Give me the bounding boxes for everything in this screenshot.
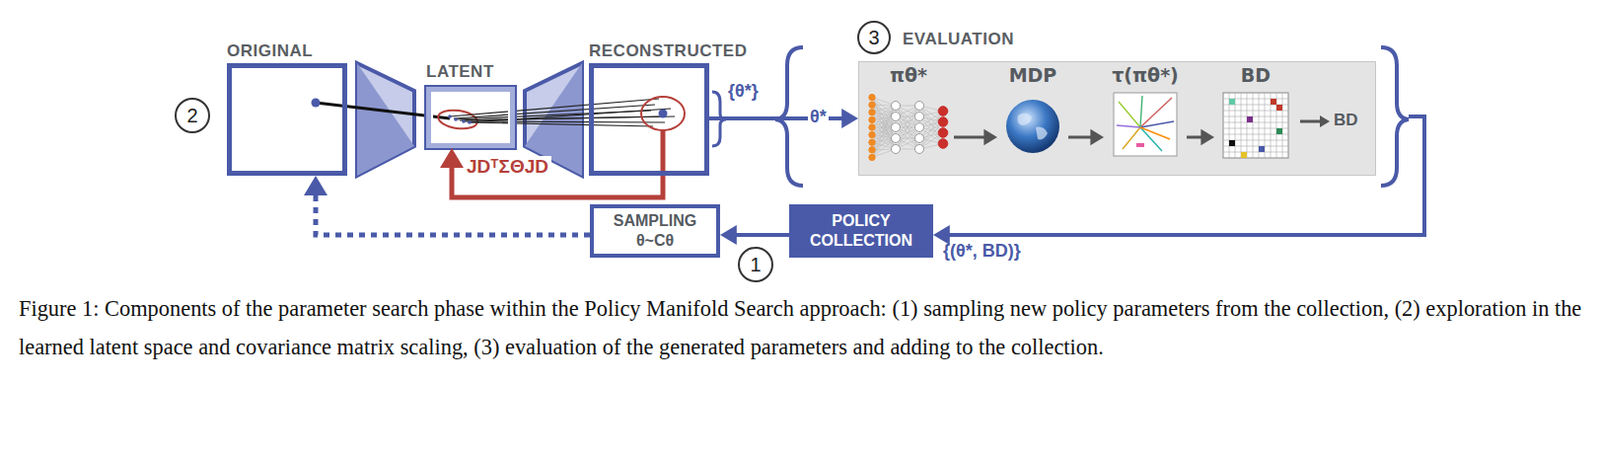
original-box: ORIGINAL bbox=[226, 63, 348, 176]
grid-icon bbox=[1222, 91, 1290, 159]
bd-output: BD bbox=[1333, 110, 1359, 131]
edge-label: θ* bbox=[807, 106, 829, 128]
trajectory: τ(πθ*) bbox=[1103, 64, 1187, 173]
encoder-shade bbox=[357, 63, 415, 176]
reconstructed-ellipse bbox=[641, 96, 685, 131]
latent-box: LATENT bbox=[426, 86, 515, 148]
arrowhead bbox=[1090, 129, 1104, 146]
node-heading: EVALUATION bbox=[902, 29, 1376, 50]
node-heading: LATENT bbox=[426, 62, 510, 82]
connector bbox=[933, 116, 1425, 245]
callout-number: 1 bbox=[737, 246, 774, 283]
connector bbox=[953, 129, 998, 146]
parameter-set: {θ*} bbox=[727, 80, 759, 102]
connector bbox=[709, 108, 859, 129]
connector-line bbox=[1186, 136, 1203, 140]
arrowhead bbox=[841, 108, 859, 129]
evaluation-panel: EVALUATIONπθ*MDPτ(πθ*)BD bbox=[858, 61, 1377, 176]
behavior-descriptor: BD bbox=[1214, 64, 1298, 173]
arrowhead bbox=[439, 147, 464, 168]
network-icon bbox=[864, 91, 953, 163]
edge-label: JDᵀΣΘJD bbox=[463, 155, 552, 178]
reconstructed-box: RECONSTRUCTED bbox=[588, 63, 710, 176]
connector bbox=[303, 175, 590, 235]
reconstructed-point bbox=[658, 109, 668, 119]
connector bbox=[1186, 129, 1215, 146]
connector bbox=[439, 147, 663, 198]
node-label: SAMPLING bbox=[613, 211, 697, 231]
node-label: θ~Cθ bbox=[636, 230, 674, 251]
node-heading: ORIGINAL bbox=[226, 41, 343, 62]
latent-dots bbox=[447, 114, 472, 125]
trajectory-icon bbox=[1112, 91, 1178, 157]
arrowhead bbox=[303, 175, 328, 196]
arrowhead bbox=[983, 129, 998, 146]
policy-collection-box: POLICY COLLECTION bbox=[789, 204, 934, 258]
globe-icon bbox=[1002, 95, 1064, 157]
connector bbox=[1068, 129, 1104, 146]
red-stem bbox=[660, 130, 666, 174]
node-label: πθ* bbox=[863, 64, 954, 86]
original-point bbox=[311, 98, 321, 108]
callout-number: 3 bbox=[857, 20, 891, 55]
edge-label: {(θ*, BD)} bbox=[943, 240, 1021, 262]
connector bbox=[720, 224, 790, 245]
policy-network: πθ* bbox=[863, 64, 954, 173]
arrowhead bbox=[1200, 129, 1215, 146]
sampling-box: SAMPLINGθ~Cθ bbox=[589, 204, 721, 258]
callout-number: 2 bbox=[174, 97, 211, 134]
node-heading: RECONSTRUCTED bbox=[588, 41, 705, 62]
node-label: MDP bbox=[997, 64, 1069, 86]
mdp-globe: MDP bbox=[997, 64, 1069, 173]
encoder bbox=[357, 63, 415, 176]
right-brace bbox=[1381, 47, 1409, 186]
bd-arrow bbox=[1300, 120, 1322, 124]
figure-caption: Figure 1: Components of the parameter se… bbox=[18, 289, 1598, 366]
connector-line bbox=[1068, 136, 1092, 140]
node-label: POLICY COLLECTION bbox=[797, 211, 926, 251]
connector-line bbox=[734, 232, 790, 237]
bd-arrowhead bbox=[1319, 115, 1330, 128]
connector-line bbox=[953, 136, 986, 140]
node-label: BD bbox=[1214, 64, 1298, 86]
connector-line bbox=[947, 116, 1425, 235]
node-label: τ(πθ*) bbox=[1103, 64, 1187, 86]
arrowhead bbox=[720, 224, 737, 245]
